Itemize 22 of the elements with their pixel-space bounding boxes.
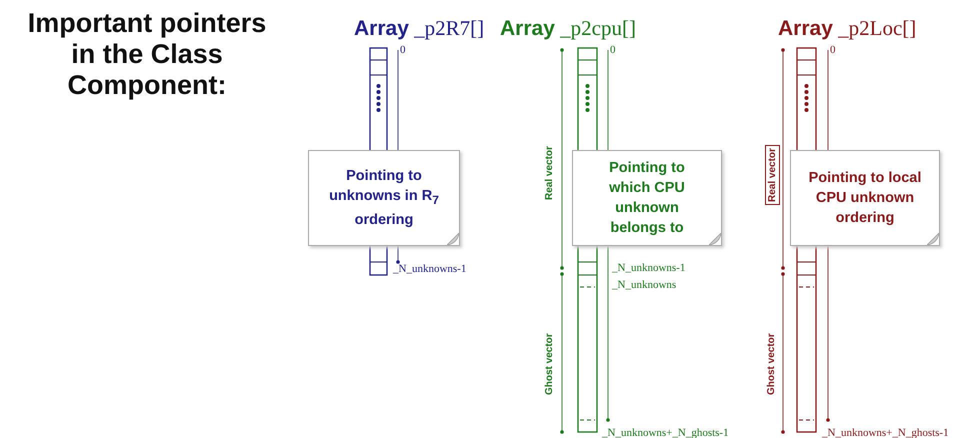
note-text: Pointing to which CPU unknown belongs to (608, 159, 686, 238)
array-heading: Array _p2R7[] (354, 16, 484, 41)
index-label: 0 (610, 44, 616, 56)
index-label: _N_unknowns-1 (393, 263, 466, 275)
note-card (308, 150, 460, 246)
index-label: _N_unknowns+_N_ghosts-1 (602, 427, 729, 438)
array-heading: Array _p2Loc[] (778, 16, 916, 41)
note-card (790, 150, 940, 246)
index-label: _N_unknowns-1 (612, 262, 686, 274)
region-label: Real vector (543, 146, 556, 200)
title: Important pointers in the Class Component: (26, 8, 268, 101)
region-label: Ghost vector (543, 333, 556, 395)
index-label: _N_unknowns (612, 279, 676, 291)
array-heading: Array _p2cpu[] (500, 16, 636, 41)
region-label: Real vector (765, 145, 780, 205)
index-label: 0 (400, 44, 406, 56)
note-card (572, 150, 722, 246)
note-text: Pointing to local CPU unknown ordering (808, 169, 922, 228)
region-label: Ghost vector (765, 333, 778, 395)
index-label: _N_unknowns+_N_ghosts-1 (822, 427, 949, 438)
index-label: 0 (830, 44, 836, 56)
note-text: Pointing to unknowns in R$_{7}$ ordering (328, 167, 440, 230)
